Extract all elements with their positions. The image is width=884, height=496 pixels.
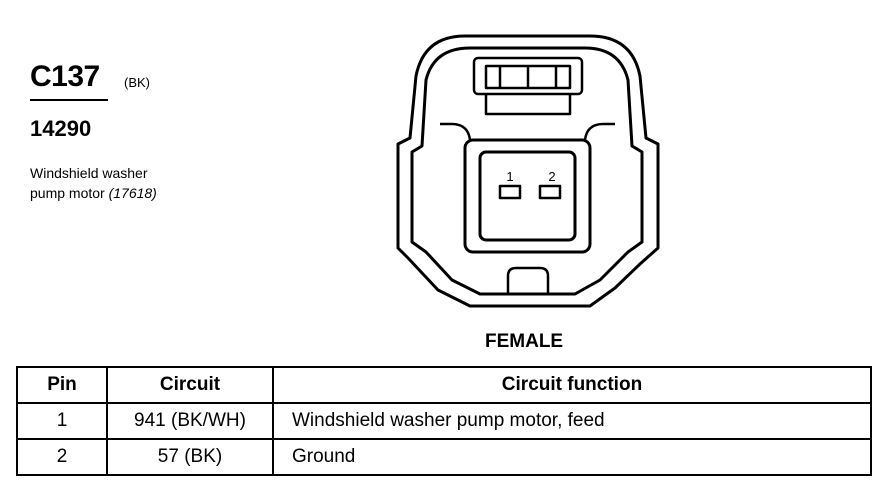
connector-face-diagram: 1 2 xyxy=(396,34,660,308)
pin-cavity-outer xyxy=(463,138,592,254)
pin-table: Pin Circuit Circuit function 1 941 (BK/W… xyxy=(16,366,872,476)
circuit-number: 941 (BK/WH) xyxy=(106,402,274,440)
connector-side-wall-right xyxy=(583,122,615,141)
pin-number: 1 xyxy=(16,402,108,440)
circuit-function: Windshield washer pump motor, feed xyxy=(272,402,872,440)
bottom-keyway xyxy=(506,266,550,294)
pin-label-1: 1 xyxy=(506,169,513,184)
connector-outer-housing xyxy=(396,34,660,308)
title-underline xyxy=(30,99,108,101)
header-pin: Pin xyxy=(16,366,108,404)
pin-cavity-inner xyxy=(478,150,577,242)
pin-1-contact xyxy=(498,184,522,200)
header-circuit: Circuit xyxy=(106,366,274,404)
description-line1: Windshield washer xyxy=(30,165,148,181)
pin-number: 2 xyxy=(16,438,108,476)
locking-tab xyxy=(472,56,584,116)
description-line2: pump motor xyxy=(30,185,105,201)
table-row: 1 941 (BK/WH) Windshield washer pump mot… xyxy=(16,402,872,440)
table-header-row: Pin Circuit Circuit function xyxy=(16,366,872,404)
description-ref: (17618) xyxy=(108,185,157,201)
component-description: Windshield washer pump motor (17618) xyxy=(30,163,157,203)
connector-inner-housing xyxy=(410,46,644,296)
circuit-function: Ground xyxy=(272,438,872,476)
pin-2-contact xyxy=(538,184,562,200)
pin-label-2: 2 xyxy=(548,169,555,184)
connector-color: (BK) xyxy=(124,75,150,90)
circuit-number: 57 (BK) xyxy=(106,438,274,476)
connector-side-wall-left xyxy=(440,122,472,141)
connector-id: C137 xyxy=(30,60,100,93)
part-number: 14290 xyxy=(30,116,92,141)
connector-gender: FEMALE xyxy=(485,331,564,352)
table-row: 2 57 (BK) Ground xyxy=(16,438,872,476)
header-circuit-function: Circuit function xyxy=(272,366,872,404)
